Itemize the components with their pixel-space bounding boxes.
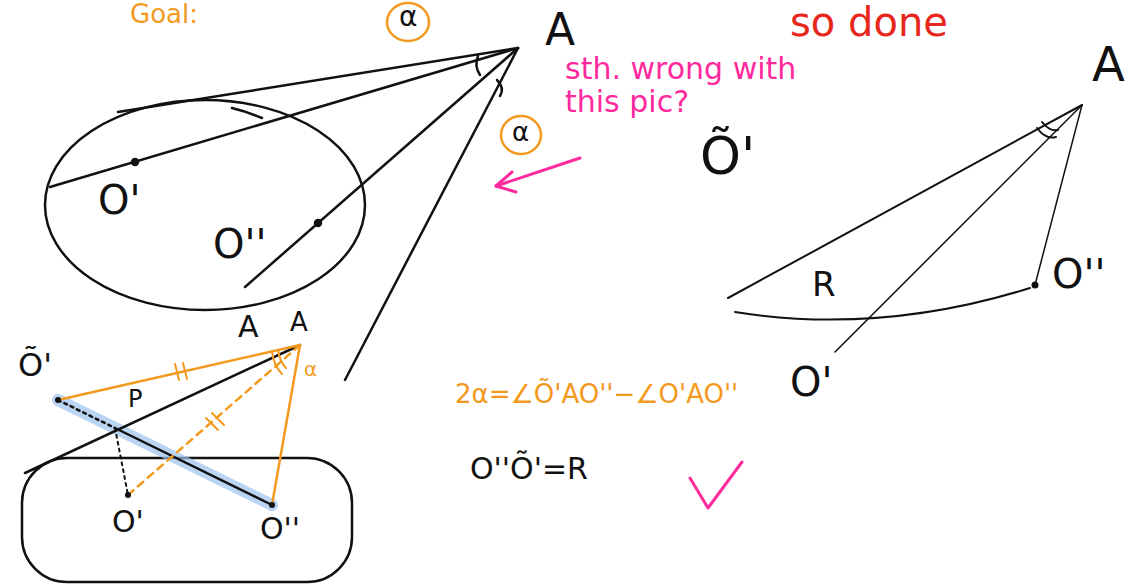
- arrow-head: [496, 172, 516, 192]
- tangent-line: [25, 345, 300, 473]
- point-label: O': [98, 178, 140, 222]
- tick-marks: [206, 413, 224, 430]
- line: [728, 105, 1082, 298]
- dashed-line: [58, 400, 115, 428]
- tick: [232, 108, 262, 118]
- formula: 2α=∠Õ'AO''−∠O'AO'': [455, 380, 738, 409]
- top-left-figure: [45, 48, 518, 380]
- bottom-left-figure: [22, 345, 352, 582]
- note: so done: [790, 0, 948, 44]
- angle-arc: [1037, 128, 1056, 138]
- equation: O''Õ'=R: [470, 452, 588, 485]
- point-label: Õ': [18, 348, 52, 383]
- line: [115, 428, 272, 505]
- angle-symbol: α: [399, 2, 417, 33]
- angle-symbol: α: [304, 358, 317, 380]
- line: [245, 48, 518, 287]
- orange-line: [272, 345, 300, 505]
- circle-mark: [387, 3, 429, 41]
- line: [835, 105, 1082, 352]
- right-figure: [728, 105, 1082, 352]
- highlight: [58, 400, 272, 505]
- tick-marks: [175, 363, 187, 380]
- angle-arc: [476, 56, 480, 75]
- point-label: O'': [213, 222, 266, 266]
- point-label: A: [290, 308, 308, 337]
- point: [132, 159, 138, 165]
- point-label: P: [128, 386, 142, 412]
- question-note: sth. wrong with this pic?: [565, 52, 815, 118]
- check-mark: [690, 462, 742, 508]
- circle-marks: [387, 3, 541, 154]
- angle-arc: [272, 350, 286, 374]
- goal-note: Goal:: [130, 0, 198, 29]
- tangent-line: [345, 48, 518, 380]
- segment: [735, 288, 1030, 320]
- length-label: R: [812, 266, 836, 303]
- angle-arc: [497, 80, 502, 96]
- point-label: Õ': [700, 128, 755, 185]
- arrow: [496, 158, 580, 186]
- point: [55, 397, 61, 403]
- point: [315, 220, 321, 226]
- orange-dashed-line: [128, 345, 300, 495]
- circle-mark: [501, 116, 541, 154]
- angle-arc: [1042, 122, 1058, 130]
- tangent-line: [118, 48, 518, 112]
- point-label: O': [112, 505, 144, 538]
- point: [269, 502, 275, 508]
- point-label: O'': [1052, 252, 1105, 296]
- point-label: A: [545, 6, 575, 54]
- point-label: A: [1092, 38, 1125, 91]
- point-label: O': [790, 360, 832, 404]
- region-outline: [22, 458, 352, 582]
- orange-line: [58, 345, 300, 400]
- point-label: O'': [260, 512, 300, 545]
- angle-symbol: α: [512, 118, 529, 147]
- dashed-line: [115, 428, 128, 495]
- ellipse: [45, 100, 365, 310]
- point-label: A: [238, 310, 259, 343]
- line: [50, 48, 518, 187]
- point: [1033, 283, 1038, 288]
- point: [125, 492, 131, 498]
